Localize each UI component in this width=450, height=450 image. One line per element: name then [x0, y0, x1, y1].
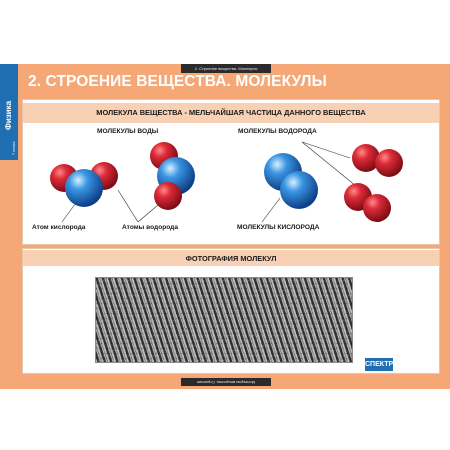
- water-molecules-label: МОЛЕКУЛЫ ВОДЫ: [97, 128, 159, 135]
- oxygen-atom-label: Атом кислорода: [32, 224, 86, 231]
- footer-info: [396, 358, 440, 372]
- side-strip: [0, 64, 18, 160]
- definition-band: МОЛЕКУЛА ВЕЩЕСТВА - МЕЛЬЧАЙШАЯ ЧАСТИЦА Д…: [23, 103, 439, 123]
- top-tab: 2. Строение вещества. Молекулы: [181, 64, 271, 73]
- grade-label: 7 класс: [11, 141, 16, 155]
- oxygen-molecules-label: МОЛЕКУЛЫ КИСЛОРОДА: [237, 224, 320, 231]
- publisher-logo: СПЕКТР: [365, 358, 393, 371]
- definition-text: МОЛЕКУЛА ВЕЩЕСТВА - МЕЛЬЧАЙШАЯ ЧАСТИЦА Д…: [96, 108, 366, 117]
- page-title: 2. СТРОЕНИЕ ВЕЩЕСТВА. МОЛЕКУЛЫ: [28, 73, 327, 90]
- photo-title: ФОТОГРАФИЯ МОЛЕКУЛ: [185, 254, 277, 263]
- bottom-tab: Молекулы вещества. Строение: [181, 378, 271, 386]
- molecule-photograph: [95, 277, 353, 363]
- hydrogen-atoms-label: Атомы водорода: [122, 224, 179, 231]
- hydrogen-molecules-label: МОЛЕКУЛЫ ВОДОРОДА: [238, 128, 317, 135]
- photo-band: ФОТОГРАФИЯ МОЛЕКУЛ: [23, 250, 439, 266]
